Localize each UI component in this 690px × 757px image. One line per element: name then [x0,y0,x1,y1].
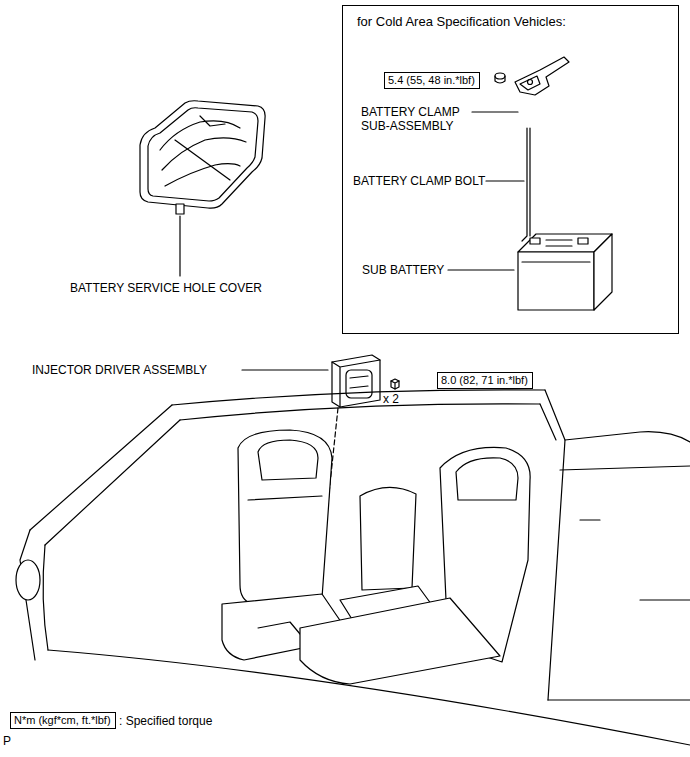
figure-code: P [3,734,11,748]
sub-battery [518,252,594,310]
vehicle-body [43,545,48,650]
service-hole-cover [148,108,258,201]
vehicle-body [560,466,690,470]
leader-line [472,111,518,112]
sub-battery [518,234,612,310]
leader-line [486,180,524,181]
leader-line [242,369,328,370]
vehicle-body [172,390,545,405]
battery-clamp [515,57,569,95]
leader-line [472,111,518,112]
injector-driver [350,376,368,388]
leader-line [448,269,514,270]
nut-symbol [391,381,399,389]
vehicle-body [580,519,600,520]
vehicle-body [16,560,40,600]
part-name: INJECTOR DRIVER ASSEMBLY [32,363,207,377]
service-hole-cover [162,138,246,170]
seat [258,622,300,634]
vehicle-body [45,420,180,545]
part-name: SUB BATTERY [362,263,444,277]
service-hole-cover [176,204,184,214]
injector-driver [346,370,372,398]
injector-driver [332,355,380,407]
vehicle-body [180,404,540,420]
nut-symbol [495,73,505,79]
service-hole-cover [165,164,240,186]
seat [258,440,318,480]
vehicle-body [548,699,690,700]
seat [456,458,518,500]
seat [360,487,416,590]
quantity-note: x 2 [383,392,399,406]
nut-symbol [495,76,505,83]
panel-title: for Cold Area Specification Vehicles: [357,14,664,30]
torque-value: N*m (kgf*cm, ft.*lbf) [14,714,112,727]
service-hole-cover [160,121,240,150]
legend-box: N*m (kgf*cm, ft.*lbf) [10,712,116,729]
leader-line [179,216,180,276]
part-name: BATTERY CLAMP SUB-ASSEMBLY [361,105,469,133]
nut-symbol [495,73,505,83]
seat [300,447,530,684]
seat [238,430,332,604]
leader-line [448,269,514,270]
torque-box: 5.4 (55, 48 in.*lbf) [384,72,480,89]
battery-clamp [528,80,533,85]
seat [248,496,322,500]
sub-battery [522,261,590,262]
vehicle-body [640,599,690,600]
service-hole-cover [200,116,225,126]
nut-symbol [391,379,399,389]
service-hole-cover [140,101,265,208]
battery-clamp-bolt [522,128,530,241]
part-name: BATTERY SERVICE HOLE COVER [70,281,262,295]
vehicle-body [565,432,690,442]
legend-note: : Specified torque [119,714,212,728]
sub-battery [546,240,572,246]
inset-panel: for Cold Area Specification Vehicles: 5.4… [342,5,679,334]
sub-battery [578,238,588,244]
vehicle-body [540,404,556,440]
nut-symbol [391,379,399,389]
service-hole-cover [175,140,230,180]
leader-line [179,216,180,276]
sub-battery [530,238,540,244]
part-name: BATTERY CLAMP BOLT [353,174,485,188]
leader-line [486,180,524,181]
battery-clamp [520,76,540,90]
leader-line [242,369,328,370]
sub-battery [594,234,612,310]
torque-value: 5.4 (55, 48 in.*lbf) [388,74,476,87]
service-hole-cover [140,101,265,214]
vehicle-body [30,405,172,530]
battery-clamp [515,57,569,95]
torque-box: 8.0 (82, 71 in.*lbf) [437,372,533,389]
torque-value: 8.0 (82, 71 in.*lbf) [441,374,529,387]
injector-driver [332,360,380,407]
vehicle-body [16,390,690,745]
seat [300,598,500,684]
battery-clamp-bolt [529,128,530,236]
injector-driver [332,355,380,407]
battery-clamp-bolt [522,128,527,241]
illustration [16,57,690,745]
